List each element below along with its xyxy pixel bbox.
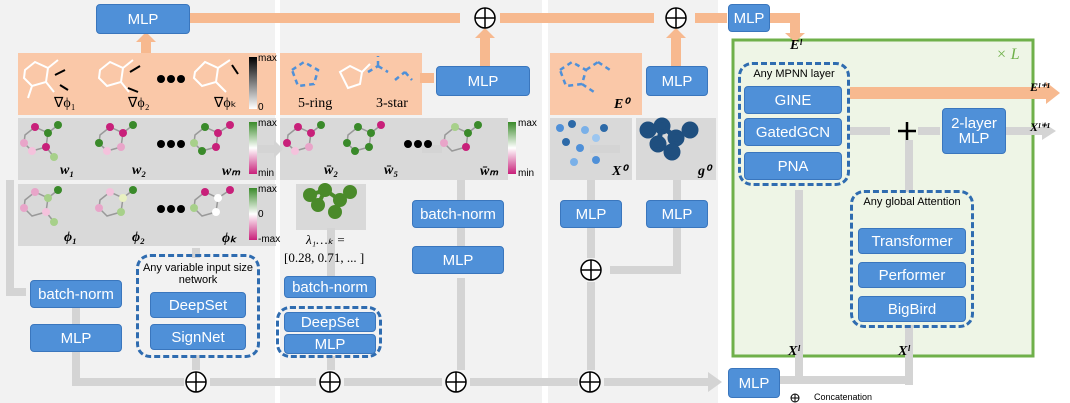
lambda-label: λ₁…ₖ = (306, 232, 346, 247)
deepset2-box: DeepSet (284, 312, 376, 332)
xl-label-a: Xˡ (788, 344, 800, 359)
gatedgcn-box: GatedGCN (744, 118, 842, 146)
phi-panel (18, 184, 276, 246)
colorbar-gray (249, 57, 257, 109)
nabla-label-k: ∇ϕₖ (214, 96, 237, 111)
mlp-mid2: MLP (412, 246, 504, 274)
batch-norm-mid: batch-norm (284, 276, 376, 298)
lambda-values: [0.28, 0.71, ... ] (284, 250, 365, 265)
w-label-m: wₘ (222, 164, 241, 179)
phi-label-k: ϕₖ (222, 231, 237, 246)
w-label-1: w₁ (60, 163, 75, 178)
batch-norm-right: batch-norm (412, 200, 504, 228)
plus-node (898, 122, 916, 140)
mpnn-title: Any MPNN layer (753, 68, 835, 80)
mlp-g0: MLP (646, 200, 708, 228)
orange-arrows (136, 13, 1060, 104)
colorbar4-neg: -max (258, 234, 281, 245)
wbar-molecules (283, 121, 482, 155)
signnet-box: SignNet (150, 324, 246, 350)
colorbar1-zero: 0 (258, 102, 264, 113)
mlp-e0: MLP (646, 66, 708, 96)
concat-nodes (185, 7, 800, 403)
gine-box: GINE (744, 86, 842, 114)
variable-input-title: Any variable input size network (142, 262, 254, 286)
el1-label: Eˡ⁺¹ (1030, 80, 1050, 94)
star-label: 3-star (376, 96, 408, 111)
el-label: Eˡ (790, 38, 802, 53)
mlp-top: MLP (96, 4, 190, 34)
batch-norm-left: batch-norm (30, 280, 122, 308)
deepset-box: DeepSet (150, 292, 246, 318)
global-attention-title: Any global Attention (863, 196, 961, 208)
x0-label: X⁰ (612, 164, 627, 179)
mlp-mid-top: MLP (436, 66, 530, 96)
lambda-graph (303, 183, 357, 219)
concat-legend-label: Concatenation (814, 392, 873, 402)
w-panel (18, 118, 276, 180)
w-label-2: w₂ (132, 163, 147, 178)
mlp-right-top: MLP (728, 4, 770, 32)
e0-molecule (558, 60, 611, 94)
mlp-deepset2: MLP (284, 334, 376, 354)
nabla-label-1: ∇ϕ₁ (54, 96, 76, 111)
colorbar4-max: max (258, 184, 277, 195)
g0-graph (639, 117, 699, 161)
transformer-box: Transformer (858, 228, 966, 254)
orange-band-1 (18, 53, 276, 115)
variable-input-group (136, 254, 260, 358)
colorbar2-max: max (258, 118, 277, 129)
colorbar3-min: min (518, 168, 535, 179)
colorbar1-max: max (258, 53, 277, 64)
colorbar-w (249, 122, 257, 174)
gray-arrows (6, 122, 1056, 392)
phi-label-1: ϕ₁ (64, 230, 77, 245)
colorbar4-zero: 0 (258, 209, 264, 220)
mlp-x0: MLP (560, 200, 622, 228)
grad-dots (157, 75, 185, 83)
performer-box: Performer (858, 262, 966, 288)
grad-molecules (22, 59, 231, 99)
mlp-left: MLP (30, 324, 122, 352)
mpnn-group (738, 62, 850, 186)
mlp-bottom: MLP (728, 368, 780, 398)
phi-molecules (20, 186, 234, 226)
bigbird-box: BigBird (858, 296, 966, 322)
pna-box: PNA (744, 152, 842, 180)
xl1-label: Xˡ⁺¹ (1030, 120, 1050, 134)
wbar-label-2: w̄₂ (324, 163, 339, 178)
global-attention-group (850, 190, 974, 328)
colorbar-wbar (508, 122, 516, 174)
xl-label-b: Xˡ (898, 344, 910, 359)
substructures (290, 56, 413, 88)
grad-arrows-black (54, 64, 239, 93)
colorbar2-min: min (258, 168, 275, 179)
two-layer-mlp-box: 2-layer MLP (942, 108, 1006, 154)
deepset-group (276, 306, 382, 358)
x0-nodes (556, 120, 608, 166)
ring-label: 5-ring (298, 96, 333, 111)
times-l-label: × L (996, 46, 1020, 63)
wbar-label-m: w̄ₘ (480, 164, 499, 179)
g0-label: g⁰ (698, 164, 711, 179)
wbar-label-5: w̄₅ (384, 163, 399, 178)
nabla-label-2: ∇ϕ₂ (128, 96, 150, 111)
colorbar-phi (249, 188, 257, 240)
w-molecules (20, 121, 234, 161)
colorbar3-max: max (518, 118, 537, 129)
phi-label-2: ϕ₂ (132, 230, 145, 245)
e0-label: E⁰ (614, 97, 629, 112)
